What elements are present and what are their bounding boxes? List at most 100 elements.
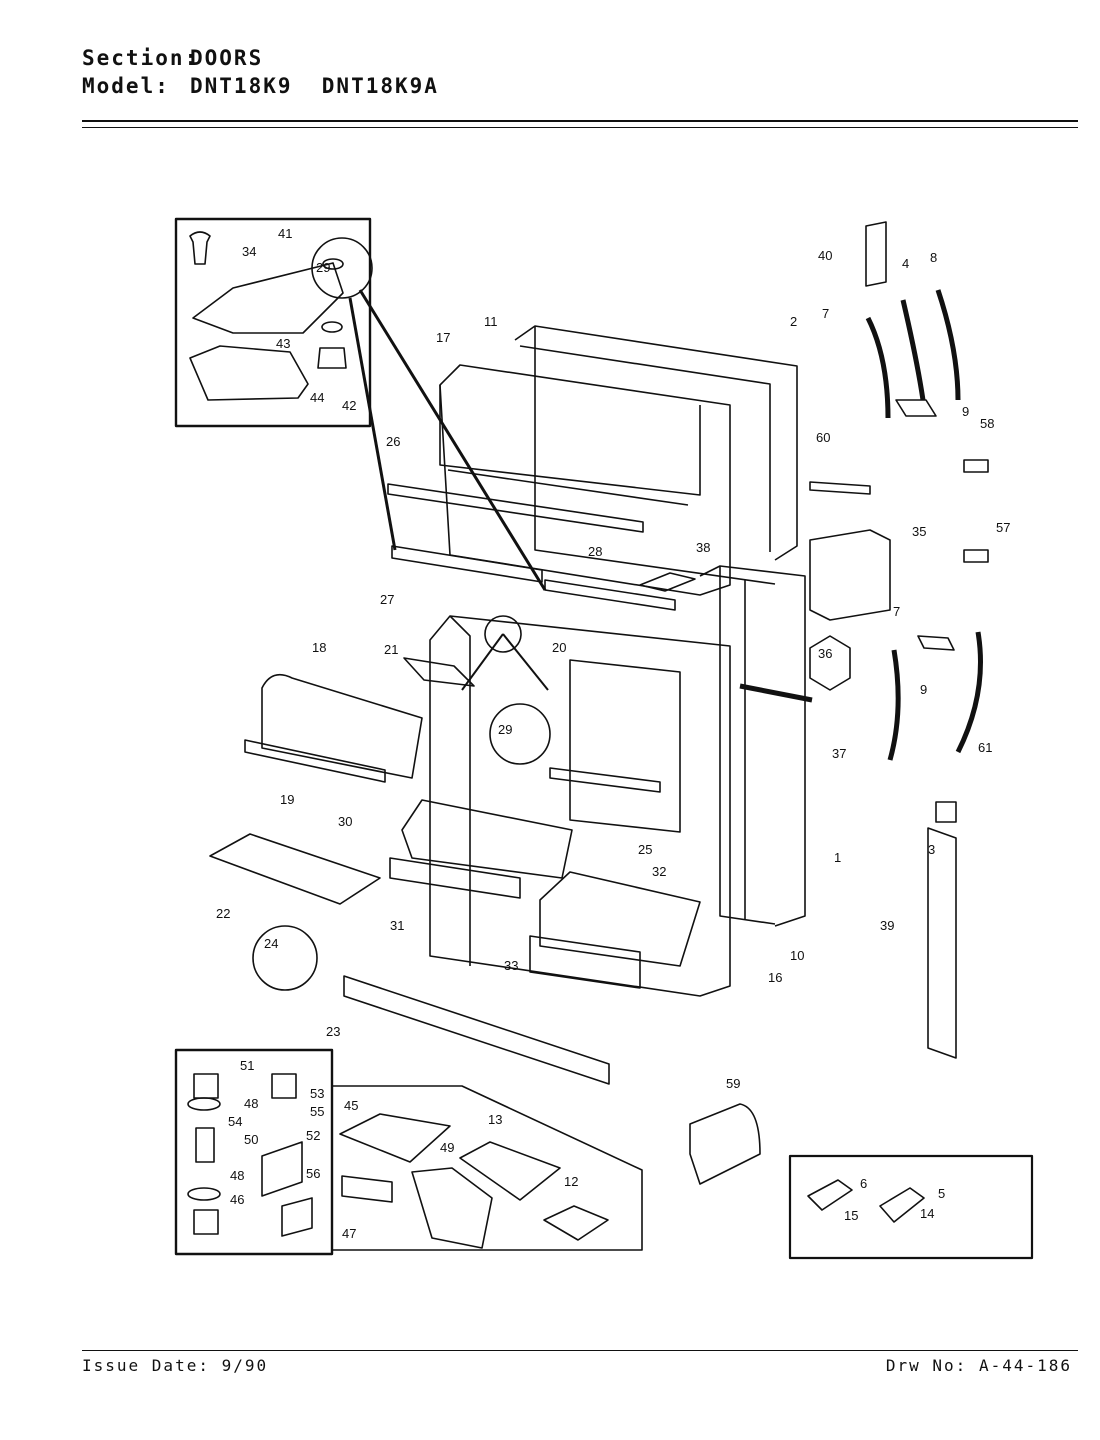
- hinge-washer: [321, 321, 343, 333]
- hinge-shim-47: [341, 1175, 393, 1203]
- callout-48-upper: 48: [244, 1096, 258, 1111]
- freezer-shelf-bar-28: [544, 579, 676, 611]
- callout-9-lower: 9: [920, 682, 927, 697]
- door-spring-4: [900, 299, 926, 401]
- hinge-bracket-35: [809, 529, 891, 621]
- dairy-door-18: [261, 673, 423, 779]
- callout-26: 26: [386, 434, 400, 449]
- callout-32: 32: [652, 864, 666, 879]
- callout-61: 61: [978, 740, 992, 755]
- fresh-bin-32: [539, 871, 701, 967]
- issue-date: Issue Date: 9/90: [82, 1356, 269, 1375]
- callout-45: 45: [344, 1098, 358, 1113]
- hinge-plate-49: [411, 1167, 493, 1249]
- fresh-liner-panel: [569, 659, 681, 833]
- callout-38: 38: [696, 540, 710, 555]
- callout-31: 31: [390, 918, 404, 933]
- freezer-light-cover-38: [639, 572, 696, 592]
- callout-57: 57: [996, 520, 1010, 535]
- callout-11: 11: [484, 314, 498, 329]
- callout-33: 33: [504, 958, 518, 973]
- hinge-cap-46: [193, 1209, 219, 1235]
- detail-leader-29-upper: [358, 289, 547, 591]
- model-row: Model:DNT18K9 DNT18K9A: [82, 72, 439, 100]
- callout-10: 10: [790, 948, 804, 963]
- callout-48-lower: 48: [230, 1168, 244, 1183]
- callout-15: 15: [844, 1208, 858, 1223]
- spring-clip-3: [935, 801, 957, 823]
- clip-6-15: [807, 1179, 853, 1211]
- detail-leader-29-upper-b: [348, 297, 397, 551]
- hinge-cap-53: [271, 1073, 297, 1099]
- callout-52: 52: [306, 1128, 320, 1143]
- callout-12: 12: [564, 1174, 578, 1189]
- callout-40: 40: [818, 248, 832, 263]
- footer-rule: [82, 1350, 1078, 1351]
- freezer-liner-inner: [439, 385, 701, 496]
- pad-57: [963, 549, 989, 563]
- callout-3: 3: [928, 842, 935, 857]
- dairy-trim-19: [244, 739, 386, 783]
- callout-53: 53: [310, 1086, 324, 1101]
- callout-43: 43: [276, 336, 290, 351]
- detail-circle-20: [484, 615, 522, 653]
- hinge-pin-top: [322, 258, 344, 270]
- callout-35: 35: [912, 524, 926, 539]
- drawing-header: Section:DOORS Model:DNT18K9 DNT18K9A: [82, 44, 439, 100]
- callout-9: 9: [962, 404, 969, 419]
- callout-13: 13: [488, 1112, 502, 1127]
- callout-22: 22: [216, 906, 230, 921]
- fresh-door-edge: [719, 566, 776, 925]
- header-rule-bottom: [82, 127, 1078, 128]
- callout-54: 54: [228, 1114, 242, 1129]
- dairy-hinge-21: [403, 657, 475, 687]
- hinge-plate-45: [339, 1113, 451, 1163]
- freezer-door-outer: [514, 325, 798, 561]
- callout-8: 8: [930, 250, 937, 265]
- callout-58: 58: [980, 416, 994, 431]
- detail-circle-24: [252, 925, 318, 991]
- fresh-shelf-bar-25: [549, 767, 661, 793]
- spring-bracket-9-lower: [917, 635, 955, 651]
- bottom-hinge-inset-box: [174, 1048, 334, 1256]
- door-spring-61: [955, 631, 983, 754]
- section-row: Section:DOORS: [82, 44, 439, 72]
- fresh-liner-inner: [449, 615, 471, 966]
- fresh-bin-front-31: [389, 857, 521, 899]
- hinge-pin-plug: [189, 231, 211, 265]
- callout-labels: 1 2 3 4 5 6 7 7 8 9 9 10 11 12 13 14 15 …: [216, 226, 1010, 1241]
- clip-5-14: [879, 1187, 925, 1223]
- detail-circle-29-upper: [311, 237, 373, 299]
- washer-48-upper: [187, 1097, 221, 1111]
- callout-49: 49: [440, 1140, 454, 1155]
- freezer-gasket: [519, 345, 771, 552]
- freezer-door-edge: [534, 326, 776, 585]
- fresh-door-outer: [699, 565, 806, 927]
- callout-14: 14: [920, 1206, 934, 1221]
- callout-42: 42: [342, 398, 356, 413]
- door-spring-8: [935, 289, 961, 401]
- washer-48-lower: [187, 1187, 221, 1201]
- hinge-bracket-52: [261, 1141, 303, 1197]
- door-spring-7-lower: [887, 649, 901, 761]
- strap-60: [809, 481, 871, 495]
- callout-25: 25: [638, 842, 652, 857]
- drawing-number: Drw No: A-44-186: [885, 1356, 1072, 1375]
- clip-inset-box: [788, 1154, 1034, 1260]
- header-rule-top: [82, 120, 1078, 122]
- top-hinge-inset-box: [174, 217, 372, 428]
- callout-21: 21: [384, 642, 398, 657]
- egg-tray-22: [209, 833, 381, 905]
- callout-29-lower: 29: [498, 722, 512, 737]
- hinge-bracket-56: [281, 1197, 313, 1237]
- door-rail-23: [343, 975, 610, 1085]
- door-trim-39: [927, 827, 957, 1059]
- fresh-bin-front-33: [529, 935, 641, 989]
- door-spring-7: [865, 316, 891, 419]
- callout-41: 41: [278, 226, 292, 241]
- callout-17: 17: [436, 330, 450, 345]
- freezer-shelf-bar-27: [391, 545, 543, 583]
- callout-27: 27: [380, 592, 394, 607]
- callout-36: 36: [818, 646, 832, 661]
